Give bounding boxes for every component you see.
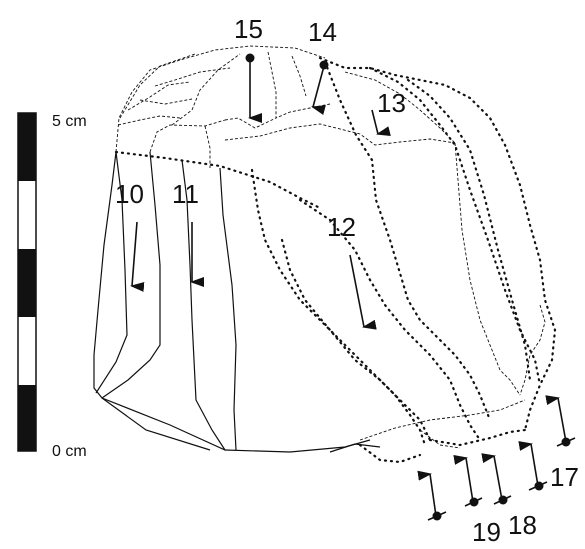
arrow-19-dot [469,497,479,507]
artifact-solid-outline [93,151,381,453]
label-11: 11 [172,179,199,209]
label-18: 18 [508,510,537,540]
arrow-19 [453,454,474,503]
arrow-12 [349,254,377,330]
arrow-17-right-dot [561,437,571,447]
arrow-18 [481,453,503,501]
arrow-10 [130,221,145,292]
edge-arrows [417,395,576,521]
scale-segment [18,249,36,317]
arrow-13 [371,109,391,136]
arrow-base-1-dot [432,511,442,521]
arrow-14-dot [319,60,329,70]
label-15: 15 [234,14,263,44]
label-19: 19 [472,517,501,547]
label-10: 10 [115,179,144,209]
scale-segment [18,385,36,451]
label-13: 13 [377,88,406,118]
scale-top-label: 5 cm [52,113,87,130]
arrow-17-right [545,395,567,443]
artifact-dotted-outline [114,56,557,464]
scar-labels: 10 11 12 13 14 15 17 18 19 [115,14,579,547]
arrow-base-1 [417,470,437,517]
scale-segment [18,113,36,181]
flake-arrows [130,53,391,330]
arrow-18-dot [498,495,508,505]
arrow-17-left-dot [534,481,544,491]
arrow-17-left [518,441,539,487]
scale-bar: 5 cm 0 cm [17,112,87,460]
arrow-14 [311,65,326,115]
arrow-15-dot [245,53,255,63]
label-17: 17 [550,462,579,492]
scale-bottom-label: 0 cm [52,443,87,460]
label-14: 14 [308,17,337,47]
label-12: 12 [327,212,356,242]
artifact-dashed-outline [115,45,546,449]
